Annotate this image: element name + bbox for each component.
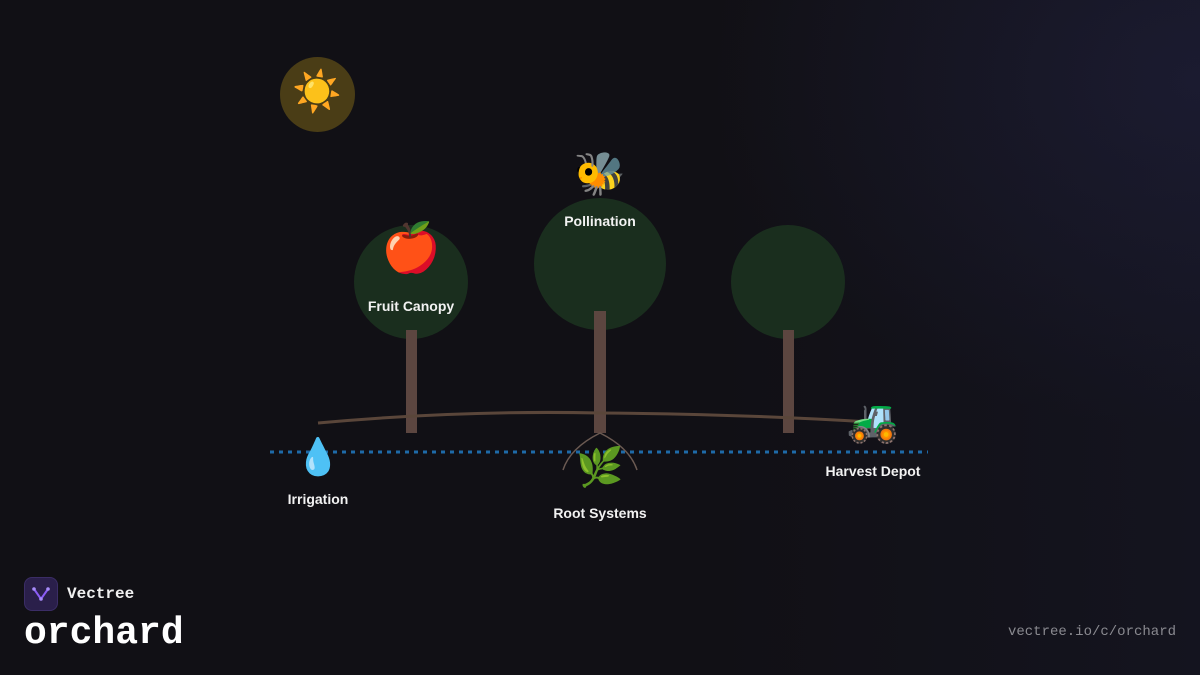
tree-trunk-left — [406, 330, 417, 433]
root-left — [562, 432, 601, 471]
water-drop-icon: 💧 — [295, 437, 341, 478]
sun-icon: ☀️ — [292, 69, 342, 115]
project-url[interactable]: vectree.io/c/orchard — [1007, 624, 1176, 640]
tree-trunk-center — [594, 311, 606, 433]
irrigation-label: Irrigation — [287, 491, 349, 507]
harvest-depot-label: Harvest Depot — [825, 463, 921, 479]
project-title: orchard — [24, 612, 184, 655]
root-systems-label: Root Systems — [553, 505, 647, 521]
ground-line — [317, 410, 871, 425]
root-right — [599, 432, 638, 471]
tree-trunk-right — [783, 330, 794, 433]
tractor-icon: 🚜 — [846, 396, 900, 445]
tree-canopy-left — [354, 225, 468, 339]
fruit-canopy-label: Fruit Canopy — [367, 298, 455, 314]
sun-disc — [280, 57, 355, 132]
brand: Vectree — [24, 577, 134, 611]
tree-canopy-right — [731, 225, 845, 339]
bee-icon: 🐝 — [573, 149, 627, 198]
brand-name: Vectree — [67, 585, 135, 603]
apple-icon: 🍎 — [381, 220, 441, 276]
herb-icon: 🌿 — [576, 445, 624, 489]
pollination-label: Pollination — [564, 213, 636, 229]
vectree-logo-icon — [24, 577, 58, 611]
tree-canopy-center — [534, 198, 666, 330]
